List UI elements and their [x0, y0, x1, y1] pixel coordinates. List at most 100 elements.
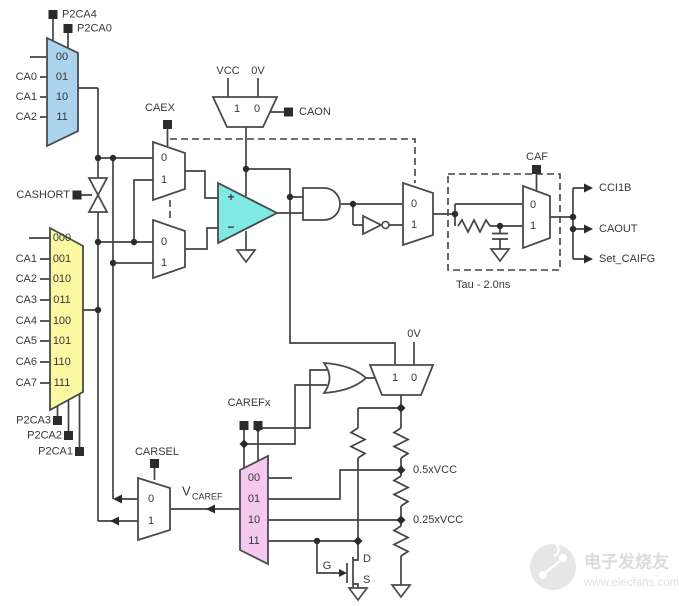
input-mux-a-body	[46, 36, 79, 148]
label-ca6: CA6	[16, 356, 37, 368]
output-mux-code-1: 1	[411, 219, 417, 231]
flow-arrows	[110, 183, 593, 577]
resistor-left-chain	[349, 427, 367, 459]
label-p2ca0: P2CA0	[77, 22, 112, 34]
label-caout: CAOUT	[599, 223, 638, 235]
comparator-minus: −	[227, 220, 234, 234]
output-mux-body	[402, 181, 434, 247]
caex-bottom-code-0: 0	[161, 236, 167, 248]
mux-b-code-001: 001	[53, 253, 71, 265]
label-0v-top: 0V	[251, 65, 265, 77]
pad-cashort	[72, 190, 82, 200]
label-drain: D	[363, 553, 371, 565]
power-mux-code-0: 0	[254, 103, 260, 115]
label-ca2: CA2	[16, 273, 37, 285]
zerov-mux-code-1: 1	[392, 372, 398, 384]
resistor-ladder-3	[392, 525, 410, 557]
label-p2ca4: P2CA4	[62, 8, 97, 20]
label-carsel: CARSEL	[135, 446, 179, 458]
and-gate	[302, 187, 341, 221]
input-mux-b-body	[49, 226, 84, 412]
watermark-brand: 电子发烧友	[584, 551, 669, 571]
junction-diamonds	[239, 403, 406, 546]
comparator-body	[217, 181, 279, 245]
label-set-caifg: Set_CAIFG	[599, 253, 655, 265]
resistor-filter	[457, 218, 491, 234]
mux-b-code-000: 000	[53, 232, 71, 244]
gate-triangle-bottom	[87, 193, 109, 213]
mux-b-code-100: 100	[53, 315, 71, 327]
pad-carsel	[150, 459, 159, 468]
cashort-transmission-gate	[87, 177, 109, 213]
label-caf: CAF	[526, 151, 548, 163]
label-tau: Tau - 2.0ns	[456, 279, 511, 291]
capacitor	[492, 232, 508, 240]
label-vcc: VCC	[216, 65, 239, 77]
label-cci1b: CCI1B	[599, 182, 631, 194]
ref-mux-code-01: 01	[248, 493, 260, 505]
resistors	[349, 218, 491, 557]
ground-symbols	[235, 248, 511, 602]
pad-p2ca2	[64, 431, 73, 440]
label-p2ca2: P2CA2	[27, 429, 62, 441]
carsel-code-1: 1	[148, 515, 154, 527]
carsel-mux-body	[137, 476, 171, 542]
label-ca5: CA5	[16, 335, 37, 347]
mux-b-code-101: 101	[53, 335, 71, 347]
wire	[29, 19, 584, 588]
mux-a-code-10: 10	[56, 91, 68, 103]
mux-b-code-010: 010	[53, 273, 71, 285]
gate-triangle-top	[87, 177, 109, 197]
arrow-carsel-1	[110, 516, 119, 526]
mux-a-code-01: 01	[56, 71, 68, 83]
pad-caon	[284, 107, 293, 117]
mux-a-code-00: 00	[56, 51, 68, 63]
pad-caf	[532, 165, 541, 174]
caf-mux-body	[522, 184, 551, 250]
label-ca2-top: CA2	[16, 111, 37, 123]
label-source: S	[363, 574, 370, 586]
resistor-ladder-2	[392, 475, 410, 507]
inverter-bubble	[381, 220, 390, 230]
arrow-set-caifg	[584, 254, 593, 264]
power-mux-code-1: 1	[234, 103, 240, 115]
or-gate	[322, 361, 368, 395]
watermark-logo-notch	[553, 543, 560, 557]
label-tap-quarter: 0.25xVCC	[413, 514, 463, 526]
mux-b-code-111: 111	[54, 377, 71, 389]
ref-mux-body	[239, 454, 269, 566]
label-gate: G	[323, 560, 332, 572]
watermark-logo-node-1	[539, 571, 547, 579]
junction-dots	[94, 154, 577, 545]
caex-top-code-1: 1	[161, 174, 167, 186]
label-cashort: CASHORT	[16, 189, 70, 201]
label-ca7: CA7	[16, 377, 37, 389]
caf-mux-code-0: 0	[530, 199, 536, 211]
label-vcaref-main: V	[182, 483, 191, 498]
arrow-cci1b	[584, 183, 593, 193]
watermark-logo-trace	[545, 560, 561, 573]
mux-b-code-110: 110	[53, 356, 71, 368]
ground-ladder	[390, 584, 412, 599]
watermark-site: www.elecfans.com	[583, 577, 679, 589]
resistor-ladder-1	[392, 427, 410, 459]
inverter	[362, 214, 384, 236]
label-0v-mid: 0V	[407, 328, 421, 340]
pad-p2ca4	[48, 10, 58, 19]
pad-caex	[163, 120, 172, 129]
caex-bottom-code-1: 1	[161, 257, 167, 269]
ground-filter	[489, 248, 511, 263]
pad-p2ca3	[53, 416, 62, 425]
label-tap-half: 0.5xVCC	[413, 464, 457, 476]
label-p2ca1: P2CA1	[38, 445, 73, 457]
power-mux-body	[211, 96, 279, 128]
label-ca0: CA0	[16, 71, 37, 83]
mux-a-code-11: 11	[56, 111, 67, 123]
arrow-carsel-0	[113, 494, 122, 504]
filter-dashed-box	[447, 173, 561, 271]
label-ca4: CA4	[16, 315, 37, 327]
label-p2ca3: P2CA3	[16, 414, 51, 426]
watermark: 电子发烧友 www.elecfans.com	[530, 543, 679, 590]
